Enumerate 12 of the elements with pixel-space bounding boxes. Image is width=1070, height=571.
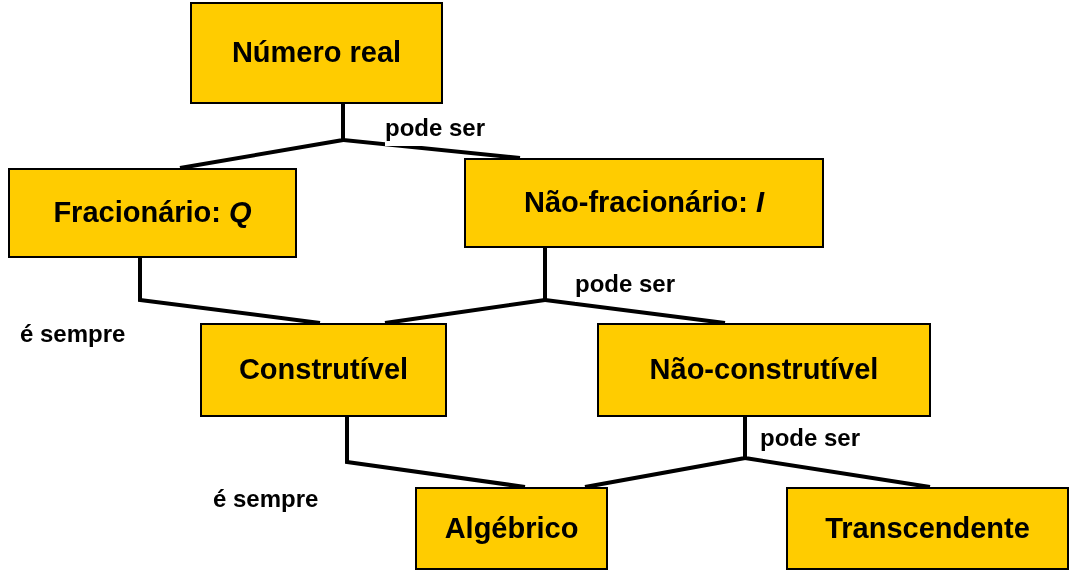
concept-box: Não-fracionário: I xyxy=(464,158,824,248)
connector-line xyxy=(345,417,526,489)
connector-line xyxy=(341,104,521,160)
connector-line xyxy=(743,417,931,489)
concept-box: Fracionário: Q xyxy=(8,168,297,258)
concept-box: Construtível xyxy=(200,323,447,417)
concept-box: Algébrico xyxy=(415,487,608,570)
concept-box: Transcendente xyxy=(786,487,1069,570)
concept-box: Não-construtível xyxy=(597,323,931,417)
connector-line xyxy=(543,248,726,325)
connector-line xyxy=(138,258,321,325)
concept-box: Número real xyxy=(190,2,443,104)
